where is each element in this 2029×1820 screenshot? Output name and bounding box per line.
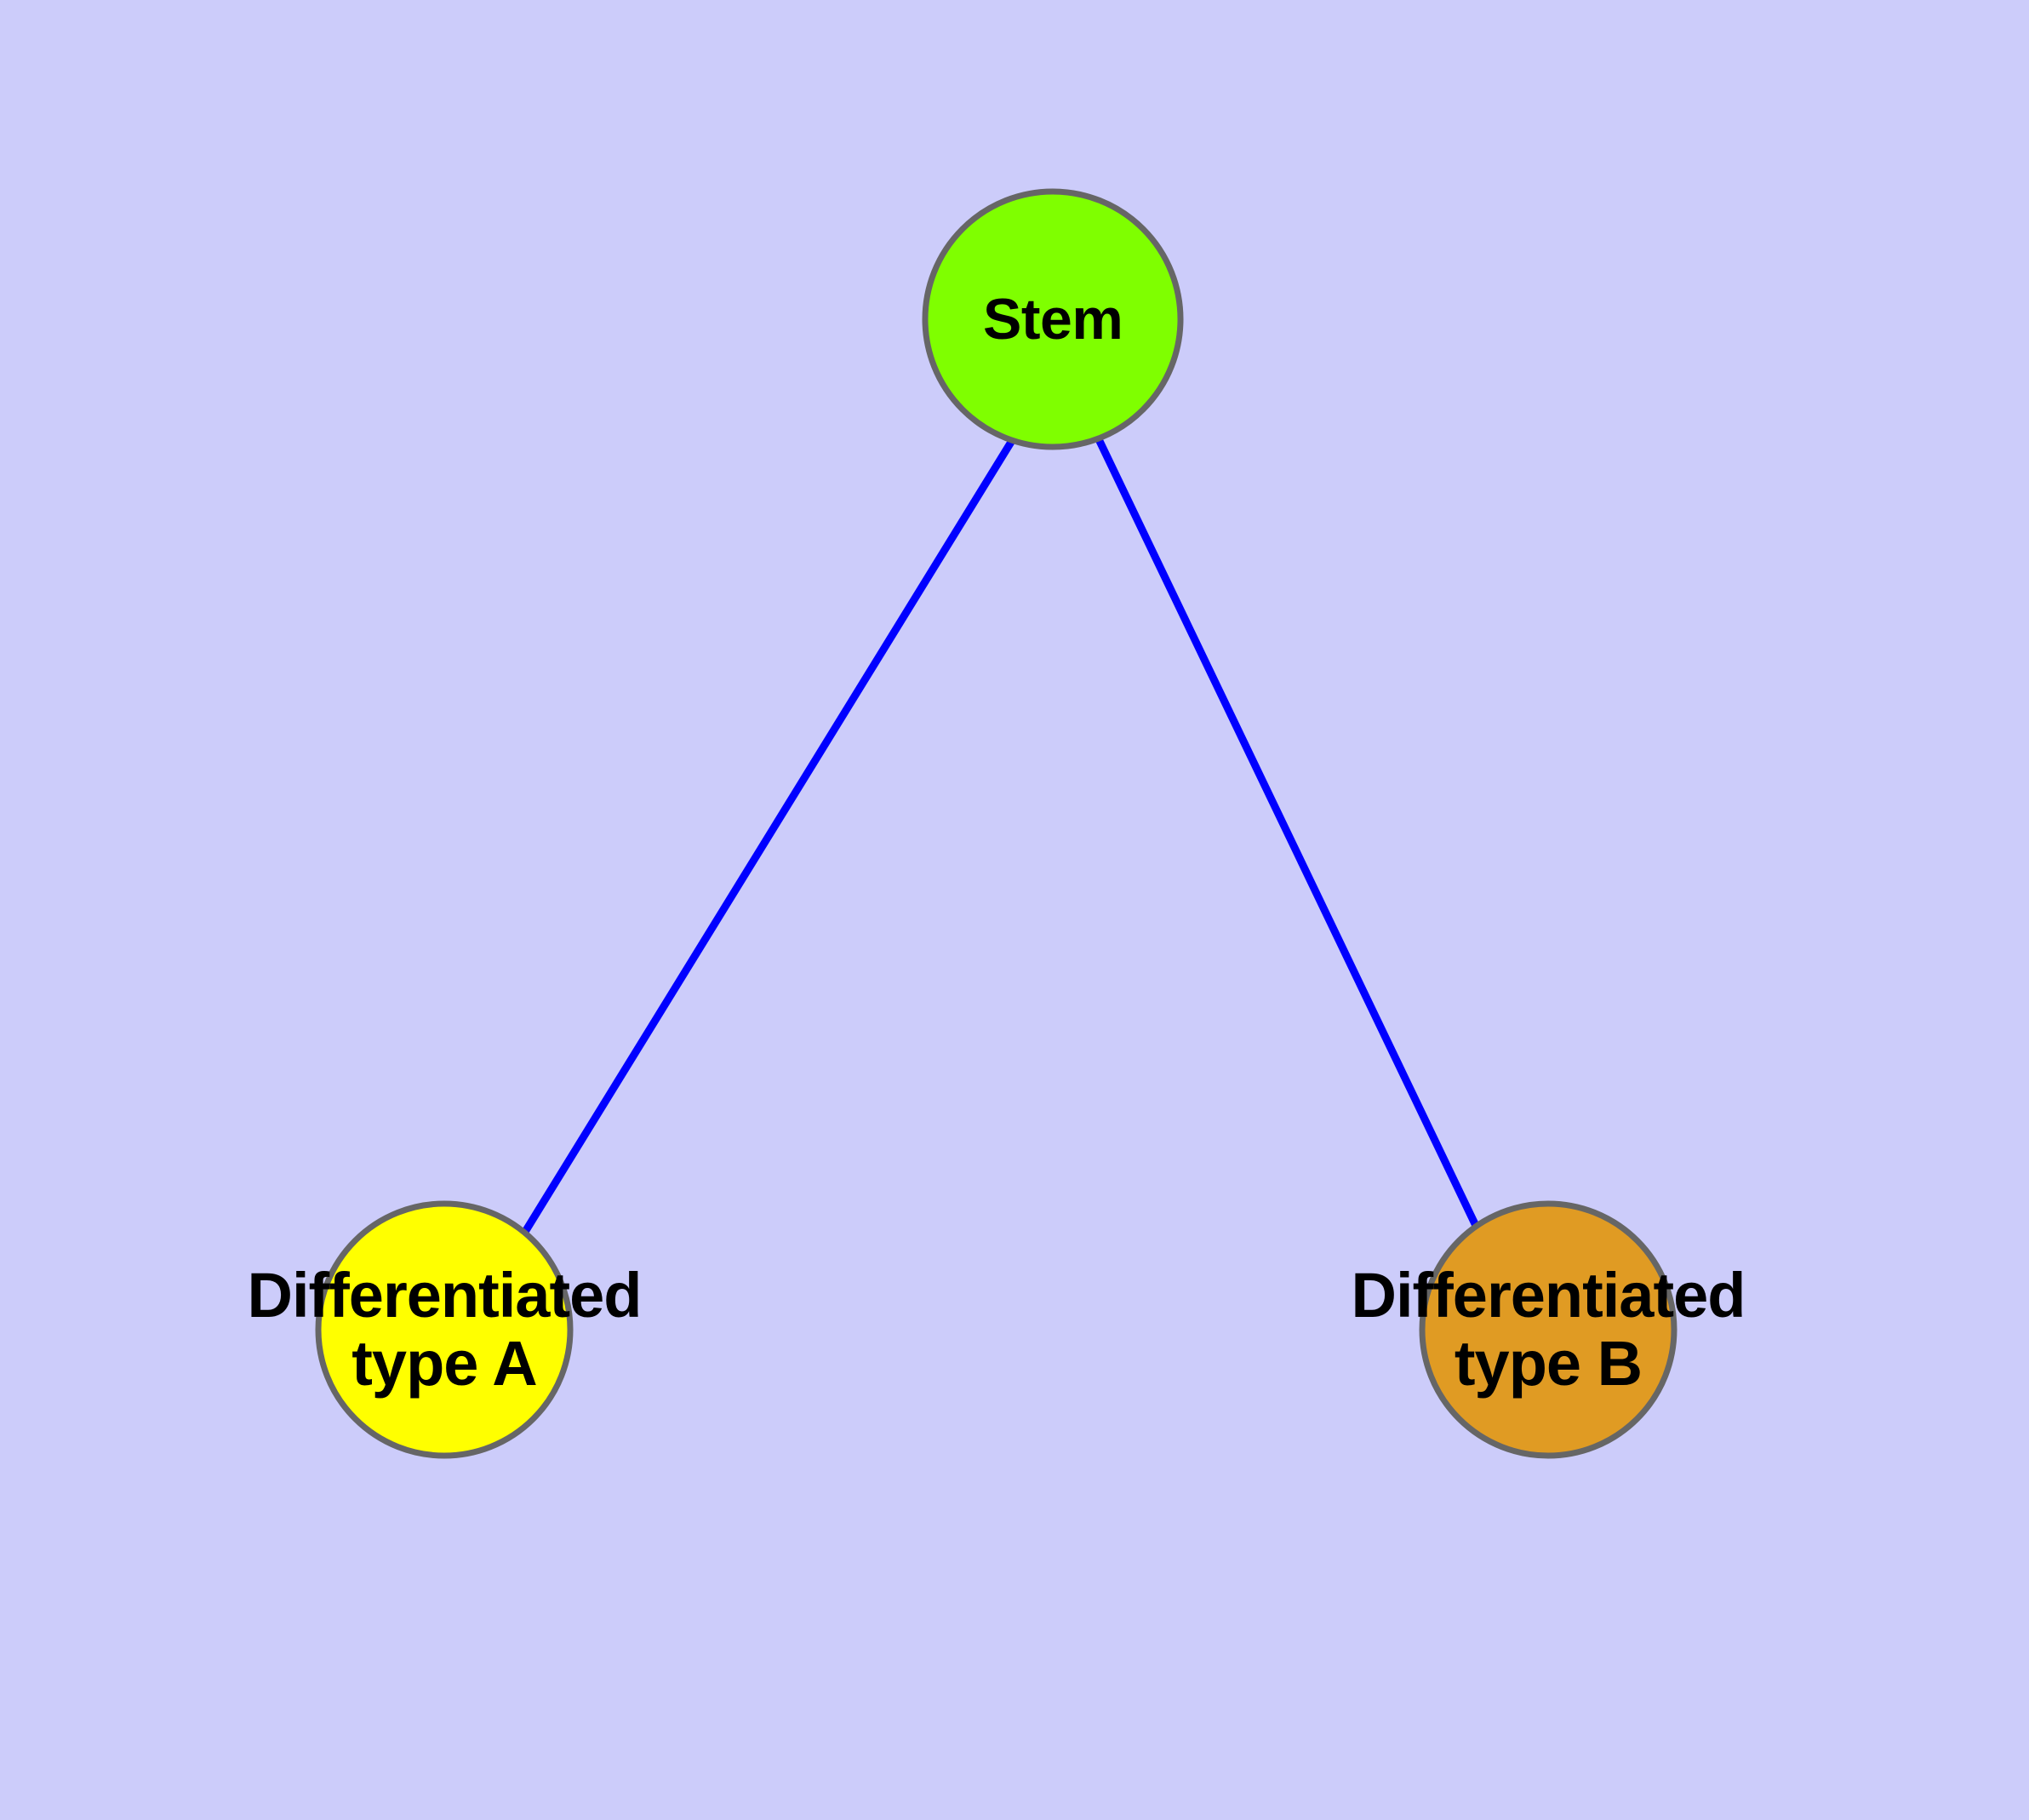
node-layer xyxy=(315,188,1677,1459)
graph-node-diff-b[interactable] xyxy=(1419,1200,1677,1459)
graph-edge-stem-to-diff-b[interactable] xyxy=(1094,436,1482,1231)
edge-layer xyxy=(522,436,1482,1234)
graph-node-stem[interactable] xyxy=(922,188,1184,450)
graph-node-diff-a[interactable] xyxy=(315,1200,574,1459)
graph-edge-stem-to-diff-a[interactable] xyxy=(522,437,1016,1234)
